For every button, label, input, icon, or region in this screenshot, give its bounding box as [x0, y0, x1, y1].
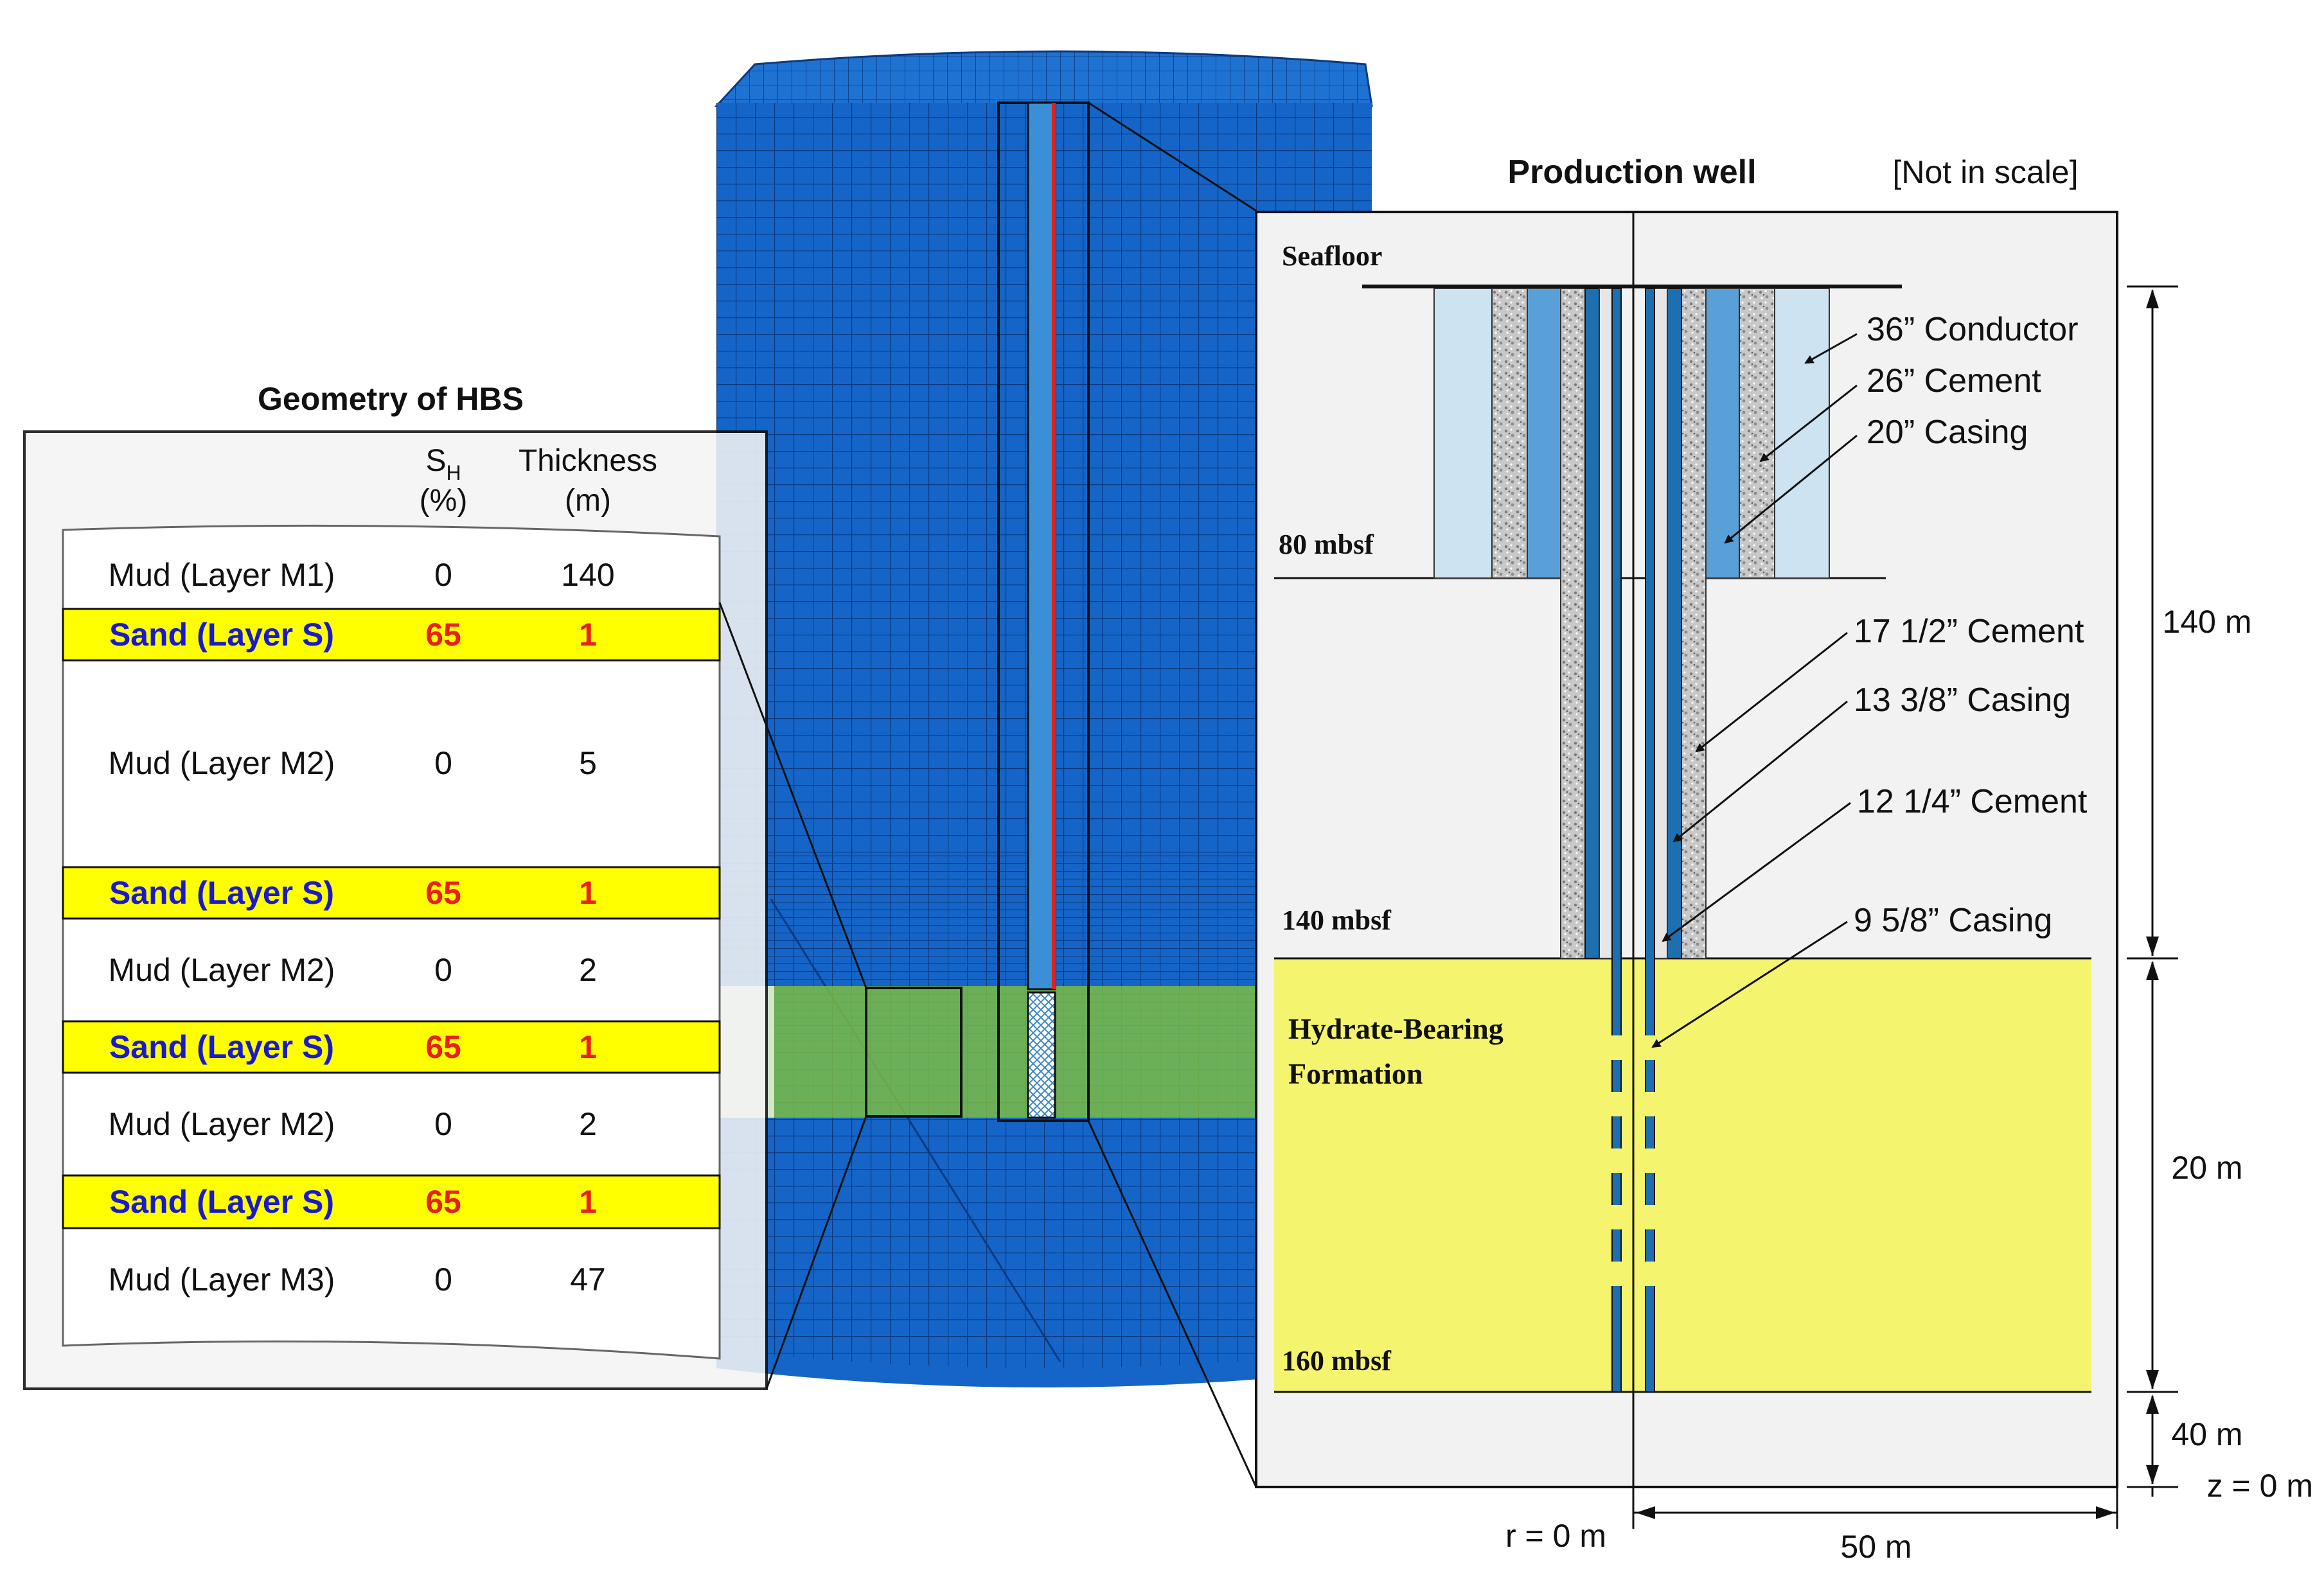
thickness-cell: 5 — [579, 745, 597, 781]
table-row: Mud (Layer M3) 0 47 — [109, 1262, 606, 1298]
layer-name-cell: Sand (Layer S) — [109, 617, 334, 653]
table-row: Sand (Layer S) 65 1 — [62, 1174, 721, 1229]
zoom-line-top — [1088, 101, 1257, 212]
label-conductor: 36” Conductor — [1867, 311, 2079, 348]
col-thickness-header: Thickness — [519, 444, 657, 478]
hbs-panel-title: Geometry of HBS — [258, 381, 524, 417]
formation-label-line2: Formation — [1288, 1057, 1423, 1090]
width-50-label: 50 m — [1840, 1529, 1912, 1565]
layer-name-cell: Mud (Layer M1) — [109, 557, 335, 593]
label-casing13: 13 3/8” Casing — [1854, 682, 2071, 719]
table-zoom-line-top — [718, 602, 867, 989]
z-zero-label: z = 0 m — [2207, 1468, 2313, 1504]
casing20-right — [1705, 288, 1740, 579]
layer-name-cell: Sand (Layer S) — [109, 1184, 334, 1220]
table-row: Mud (Layer M2) 0 2 — [109, 952, 597, 988]
cement26-left — [1491, 288, 1528, 579]
layer-name-cell: Sand (Layer S) — [109, 875, 334, 911]
label-cement26: 26” Cement — [1867, 362, 2041, 400]
layer-name-cell: Sand (Layer S) — [109, 1029, 334, 1065]
thickness-cell: 140 — [561, 557, 614, 593]
sand-row-highlight — [62, 1020, 721, 1074]
label-cement17: 17 1/2” Cement — [1854, 613, 2084, 650]
depth-80-label: 80 mbsf — [1279, 529, 1374, 560]
saturation-cell: 65 — [425, 875, 461, 911]
saturation-cell: 65 — [425, 617, 461, 653]
table-row: Sand (Layer S) 65 1 — [62, 1020, 721, 1074]
cement17-left — [1560, 288, 1586, 959]
zoom-line-bottom — [1087, 1120, 1257, 1488]
thickness-cell: 47 — [570, 1262, 606, 1298]
thickness-cell: 2 — [579, 952, 597, 988]
conductor-left — [1433, 288, 1493, 579]
sand-row-highlight — [62, 866, 721, 920]
mesh-top — [714, 50, 1373, 107]
dim-20-label: 20 m — [2171, 1150, 2242, 1186]
hbs-table-sheet — [62, 524, 721, 1360]
saturation-cell: 0 — [434, 1262, 452, 1298]
col-sh-header: SH — [425, 444, 461, 484]
table-row: Sand (Layer S) 65 1 — [62, 608, 721, 662]
saturation-cell: 65 — [425, 1029, 461, 1065]
saturation-cell: 0 — [434, 1106, 452, 1142]
well-panel-title: Production well — [1507, 154, 1756, 191]
mesh-base — [716, 1349, 1372, 1387]
well-panel: Production well [Not in scale] — [1255, 154, 2313, 1565]
depth-160-label: 160 mbsf — [1282, 1345, 1392, 1377]
dimension-lines — [1633, 285, 2178, 1529]
cement12-left — [1599, 288, 1613, 959]
col-thickness-unit: (m) — [565, 484, 611, 518]
cement26-right — [1739, 288, 1775, 579]
formation-yellow — [1274, 958, 2091, 1392]
layer-name-cell: Mud (Layer M2) — [109, 952, 335, 988]
layer-name-cell: Mud (Layer M2) — [109, 1106, 335, 1142]
sand-row-highlight — [62, 608, 721, 662]
mesh-diagonal — [770, 899, 1061, 1362]
r-zero-label: r = 0 m — [1505, 1518, 1606, 1554]
hbs-zoom-box — [865, 987, 962, 1118]
hbs-panel: Geometry of HBS SH (%) Thickness (m) Mud… — [23, 381, 768, 1390]
thickness-cell: 2 — [579, 1106, 597, 1142]
well-tube — [1027, 101, 1056, 990]
dim-40-label: 40 m — [2171, 1416, 2242, 1452]
well-screen — [1027, 991, 1056, 1119]
saturation-cell: 0 — [434, 745, 452, 781]
col-sh-unit: (%) — [420, 484, 468, 518]
label-casing20: 20” Casing — [1867, 414, 2028, 451]
casing20-left — [1527, 288, 1561, 579]
table-row: Mud (Layer M1) 0 140 — [109, 557, 615, 593]
thickness-cell: 1 — [579, 1184, 597, 1220]
table-row: Mud (Layer M2) 0 2 — [109, 1106, 597, 1142]
label-casing9: 9 5/8” Casing — [1854, 902, 2052, 939]
dim-140-label: 140 m — [2163, 604, 2252, 640]
sand-row-highlight — [62, 1174, 721, 1229]
table-row: Sand (Layer S) 65 1 — [62, 866, 721, 920]
table-zoom-line-bottom — [765, 1116, 867, 1389]
saturation-cell: 0 — [434, 557, 452, 593]
layer-name-cell: Mud (Layer M2) — [109, 745, 335, 781]
seafloor-label: Seafloor — [1282, 240, 1382, 272]
casing13-right — [1667, 288, 1682, 959]
cement17-right — [1681, 288, 1707, 959]
perforations — [1611, 1035, 1656, 1286]
saturation-cell: 65 — [425, 1184, 461, 1220]
conductor-right — [1774, 288, 1830, 579]
table-row: Mud (Layer M2) 0 5 — [109, 745, 597, 781]
label-cement12: 12 1/4” Cement — [1857, 783, 2088, 820]
saturation-cell: 0 — [434, 952, 452, 988]
layer-name-cell: Mud (Layer M3) — [109, 1262, 335, 1298]
formation-label-line1: Hydrate-Bearing — [1288, 1012, 1504, 1045]
not-in-scale-note: [Not in scale] — [1892, 154, 2078, 190]
thickness-cell: 1 — [579, 875, 597, 911]
casing13-left — [1584, 288, 1600, 959]
thickness-cell: 1 — [579, 1029, 597, 1065]
depth-140-label: 140 mbsf — [1282, 904, 1392, 936]
thickness-cell: 1 — [579, 617, 597, 653]
leader-arrows — [1651, 333, 1858, 1048]
cement12-right — [1654, 288, 1668, 959]
